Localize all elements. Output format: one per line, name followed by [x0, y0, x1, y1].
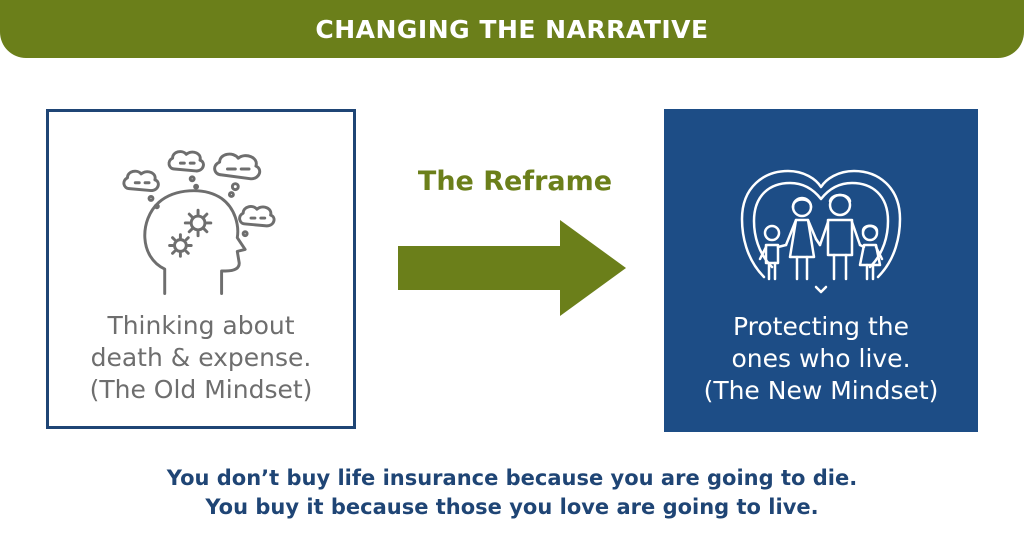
old-mindset-caption: Thinking about death & expense. (The Old…	[49, 310, 353, 406]
right-arrow-icon	[398, 220, 626, 316]
reframe-label: The Reframe	[417, 166, 613, 197]
header-banner: CHANGING THE NARRATIVE	[0, 0, 1024, 58]
new-mindset-line-3: (The New Mindset)	[703, 376, 939, 405]
old-mindset-box: Thinking about death & expense. (The Old…	[46, 109, 356, 429]
page-title: CHANGING THE NARRATIVE	[315, 14, 709, 44]
new-mindset-box: Protecting the ones who live. (The New M…	[664, 109, 978, 432]
old-mindset-line-3: (The Old Mindset)	[89, 375, 313, 404]
family-in-heart-icon	[740, 169, 902, 294]
head-with-thought-bubbles-icon	[122, 150, 276, 296]
new-mindset-line-2: ones who live.	[731, 344, 911, 373]
tagline-line-1: You don’t buy life insurance because you…	[166, 466, 858, 490]
old-mindset-line-1: Thinking about	[107, 311, 295, 340]
tagline-line-2: You buy it because those you love are go…	[205, 495, 819, 519]
new-mindset-line-1: Protecting the	[732, 312, 910, 341]
old-mindset-line-2: death & expense.	[90, 343, 312, 372]
new-mindset-caption: Protecting the ones who live. (The New M…	[664, 311, 978, 407]
